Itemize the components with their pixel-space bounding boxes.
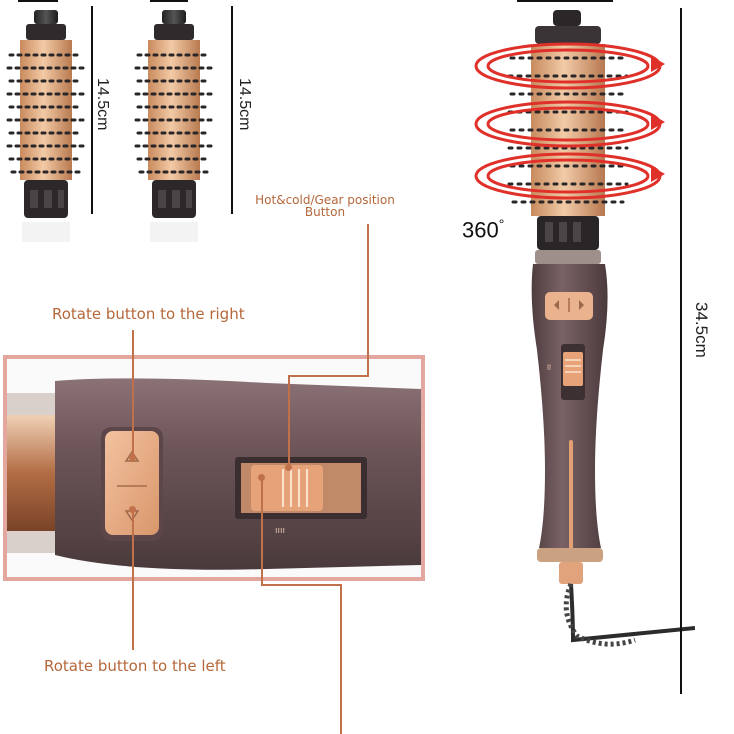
rotation-unit: ° bbox=[498, 216, 505, 232]
left-head-length-label: 14.5cm bbox=[94, 78, 111, 131]
gear-leader-drop bbox=[288, 375, 290, 467]
brush-head-left bbox=[6, 10, 86, 242]
gear-leader-horizontal bbox=[288, 375, 369, 377]
rotation-value: 360 bbox=[462, 217, 499, 243]
brush-heads-illustration bbox=[6, 0, 214, 242]
gear-button-annotation: Hot&cold/Gear position Button bbox=[252, 194, 398, 218]
svg-text:ıııı: ıııı bbox=[275, 526, 285, 536]
gear-button-annotation-line1: Hot&cold/Gear position bbox=[255, 193, 395, 207]
dimension-line-right-head bbox=[231, 6, 233, 214]
handle-closeup-panel: ıııı bbox=[3, 355, 425, 581]
handle-closeup-illustration: ıııı bbox=[7, 359, 421, 577]
slider-leader-upper bbox=[261, 478, 263, 586]
slider-leader-horizontal bbox=[261, 584, 341, 586]
gear-button-annotation-line2: Button bbox=[304, 205, 346, 219]
rotate-right-annotation: Rotate button to the right bbox=[52, 305, 245, 323]
total-length-label: 34.5cm bbox=[692, 302, 711, 358]
brush-head-right bbox=[134, 10, 214, 242]
hair-dryer-brush-illustration: ııı bbox=[474, 0, 695, 647]
gear-leader-vertical bbox=[367, 224, 369, 376]
gear-leader-dot bbox=[285, 464, 292, 471]
rotate-left-leader bbox=[132, 510, 134, 650]
right-head-length-label: 14.5cm bbox=[236, 78, 253, 131]
rotate-right-dot bbox=[129, 454, 136, 461]
rotation-degree-label: 360° bbox=[462, 216, 504, 243]
dimension-line-total-length bbox=[680, 8, 682, 694]
dimension-line-left-head bbox=[91, 6, 93, 214]
rotate-right-leader bbox=[132, 330, 134, 462]
slider-leader-lower bbox=[340, 584, 342, 734]
slider-leader-dot bbox=[258, 474, 265, 481]
rotate-left-dot bbox=[129, 506, 136, 513]
rotate-left-annotation: Rotate button to the left bbox=[44, 657, 226, 675]
svg-text:ııı: ııı bbox=[545, 364, 553, 370]
